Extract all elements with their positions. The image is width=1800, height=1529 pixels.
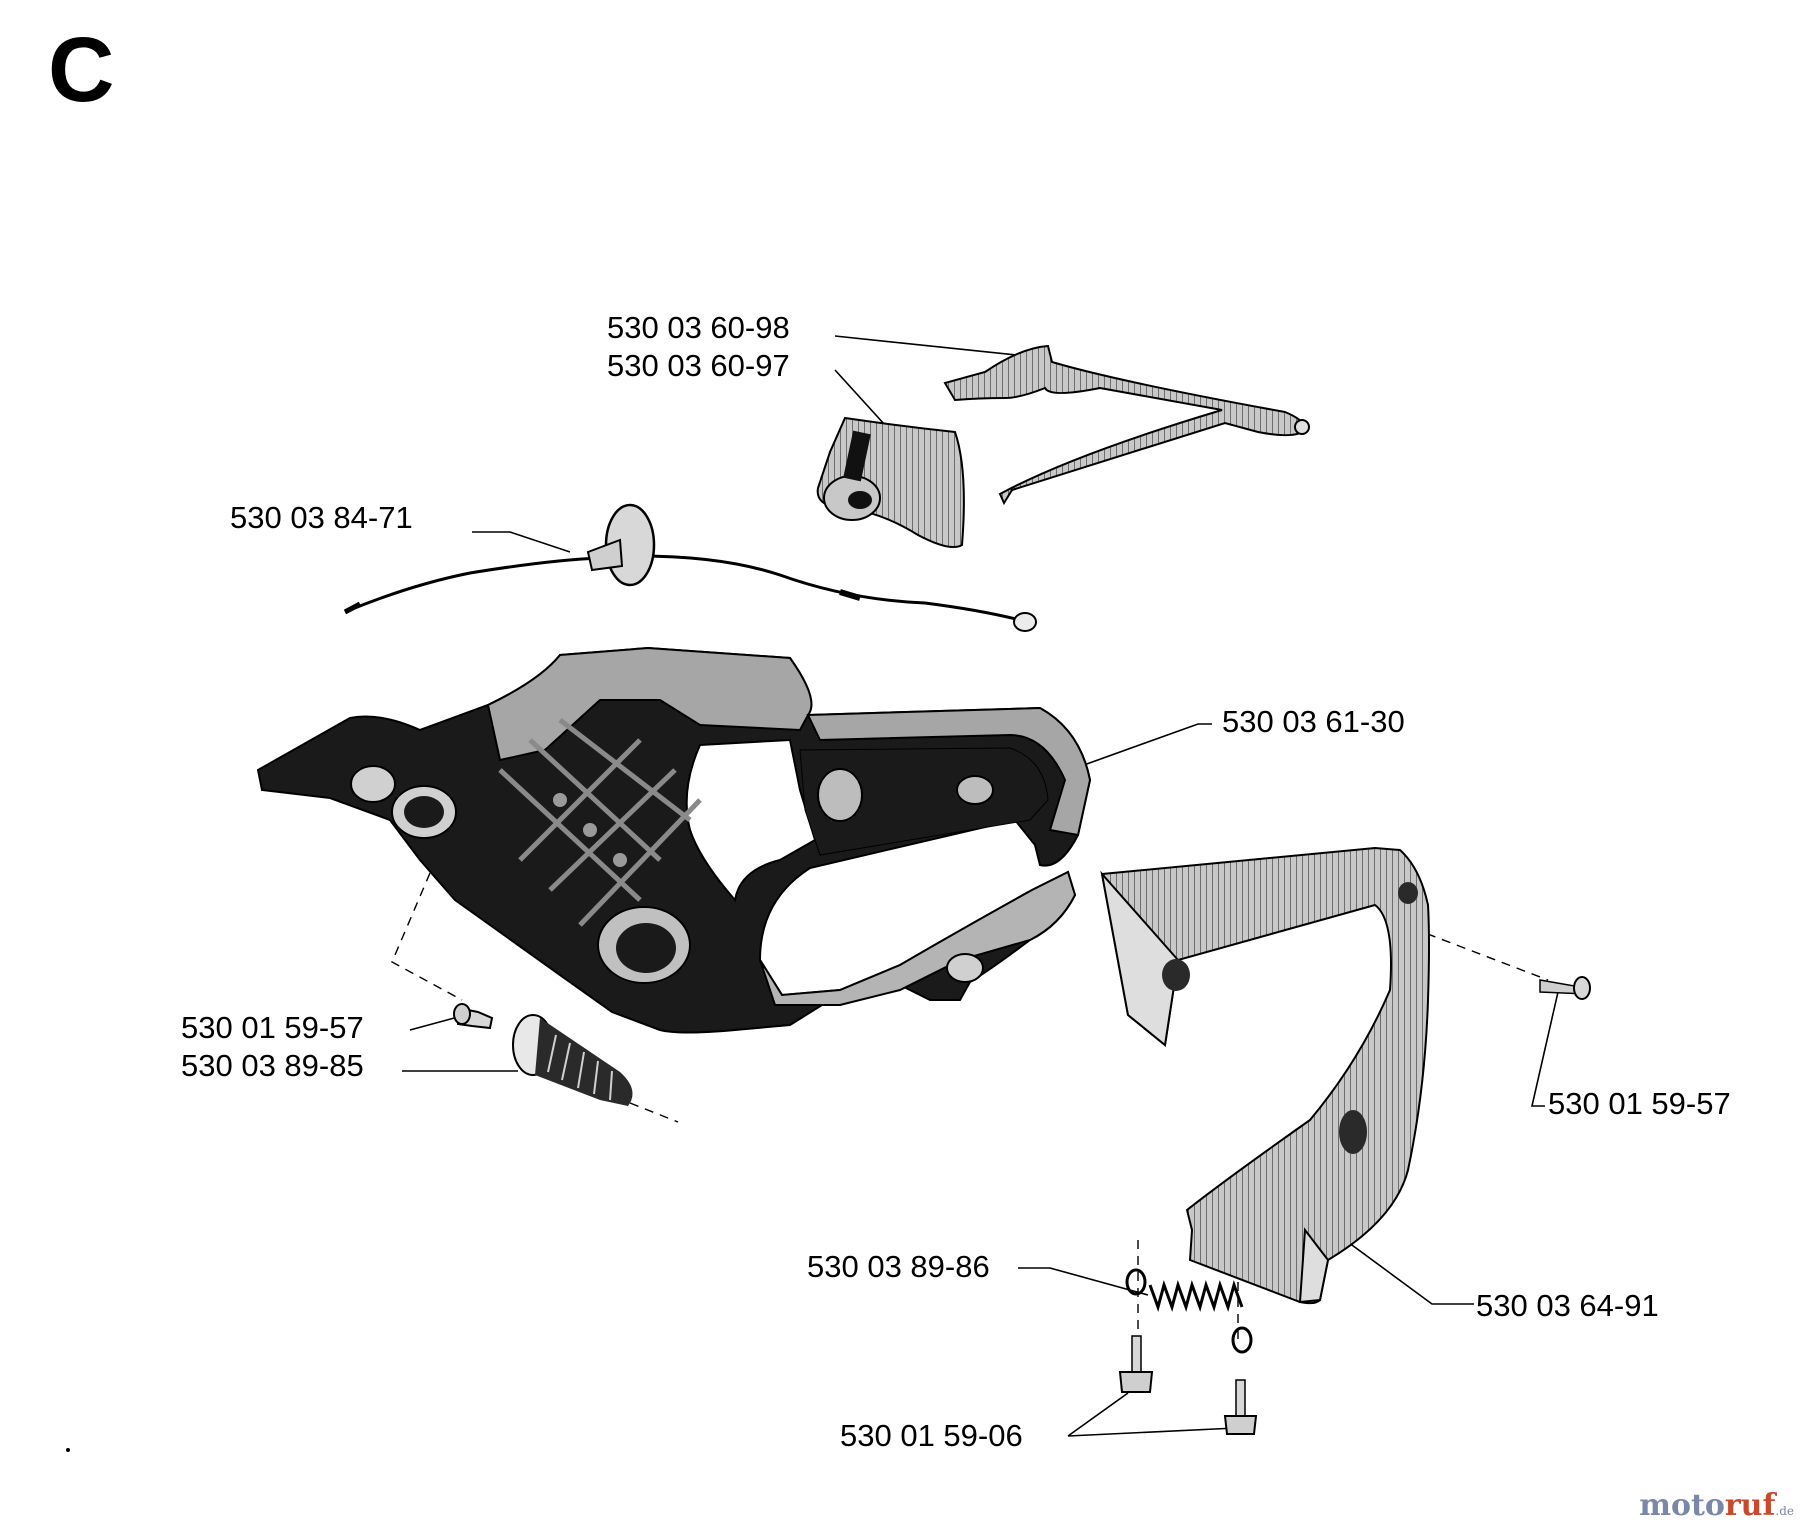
part-rubber-buffer [512, 1014, 633, 1106]
stray-dot [66, 1448, 70, 1452]
part-label-530-03-89-85: 530 03 89-85 [181, 1048, 364, 1083]
part-label-530-01-59-57-left: 530 01 59-57 [181, 1010, 364, 1045]
leader-530-03-84-71 [472, 531, 571, 553]
part-label-530-03-60-97: 530 03 60-97 [607, 348, 790, 383]
leader-530-03-60-98 [834, 335, 1046, 359]
watermark-part-a: moto [1639, 1488, 1725, 1523]
leader-lines [402, 335, 1559, 1437]
leader-530-01-59-57-left [409, 1016, 459, 1031]
part-label-530-03-60-98: 530 03 60-98 [607, 310, 790, 345]
part-label-530-03-61-30: 530 03 61-30 [1222, 704, 1405, 739]
watermark-part-c: .de [1775, 1504, 1794, 1518]
leader-530-01-59-57-right [1530, 991, 1559, 1107]
part-screw-right [1539, 976, 1591, 1000]
leader-530-03-64-91 [1317, 1219, 1474, 1305]
assembly-line-left-screw [391, 872, 463, 1001]
part-label-530-03-89-86: 530 03 89-86 [807, 1249, 990, 1284]
leader-530-03-60-97 [834, 369, 886, 426]
part-handle-housing [256, 646, 1092, 1034]
watermark-logo: motoruf.de [1639, 1491, 1794, 1521]
watermark-part-b: ruf [1724, 1488, 1776, 1523]
leader-530-03-61-30 [1069, 723, 1212, 771]
leader-530-01-59-06-a [1067, 1392, 1129, 1437]
part-brake-lever-arm [943, 344, 1310, 506]
part-screw-left [453, 1003, 494, 1030]
part-lever-cover [816, 416, 965, 548]
leader-530-01-59-06-b [1067, 1427, 1237, 1437]
assembly-lines [391, 872, 1549, 1340]
part-spring [1125, 1268, 1253, 1354]
part-label-530-03-84-71: 530 03 84-71 [230, 500, 413, 535]
part-label-530-03-64-91: 530 03 64-91 [1476, 1288, 1659, 1323]
part-rear-bracket [1100, 846, 1430, 1305]
part-throttle-cable [343, 503, 1037, 632]
part-label-530-01-59-06: 530 01 59-06 [840, 1418, 1023, 1453]
part-screw-bottom-b [1223, 1379, 1258, 1435]
section-letter: C [48, 19, 115, 121]
part-screw-bottom-a [1118, 1335, 1154, 1393]
assembly-line-left-buffer [629, 1102, 679, 1123]
leader-530-03-89-86 [1018, 1267, 1149, 1296]
part-label-530-01-59-57-right: 530 01 59-57 [1548, 1086, 1731, 1121]
assembly-line-right-screw [1411, 927, 1549, 981]
